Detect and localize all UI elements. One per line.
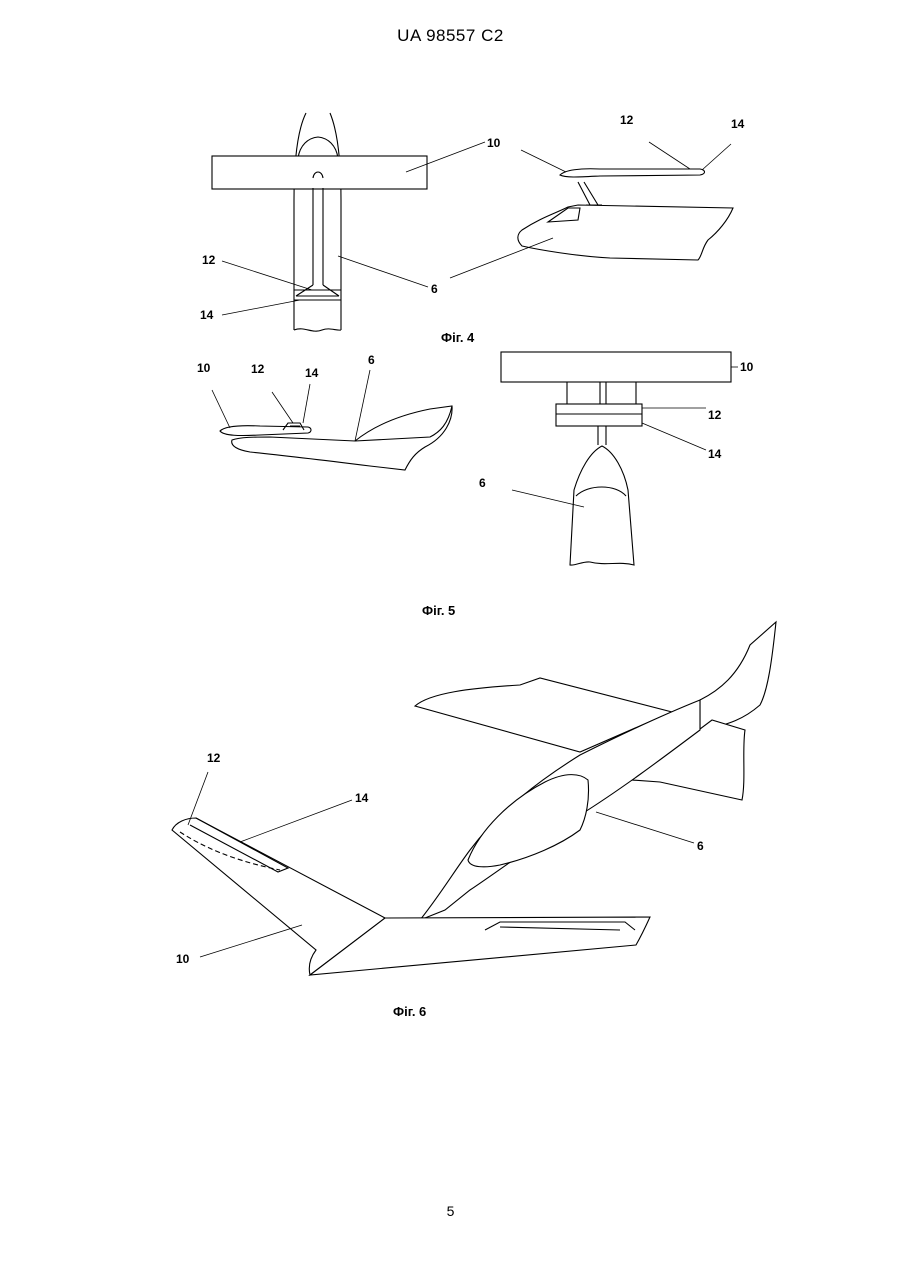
fig4-side-leader-6	[450, 238, 553, 278]
fig4-fuselage-cut	[294, 329, 341, 331]
fig5-side-view: 10 12 14 6	[197, 353, 452, 470]
fig4-side-label-14: 14	[731, 117, 745, 131]
fig4-tail-flap	[294, 285, 341, 300]
fig6-vertical-fin	[700, 622, 776, 730]
fig5-side-label-14: 14	[305, 366, 319, 380]
fig4-label-14: 14	[200, 308, 214, 322]
fig6-label-6: 6	[697, 839, 704, 853]
fig5-front-label-14: 14	[708, 447, 722, 461]
fig5-side-label-10: 10	[197, 361, 211, 375]
fig4-leader-12	[222, 261, 312, 290]
fig6-leader-10	[200, 925, 302, 957]
fig4-side-leader-12	[649, 142, 690, 169]
fig6-leader-14	[240, 800, 352, 842]
fig5-side-leader-10	[212, 390, 230, 428]
fig5-front-struts	[567, 382, 636, 404]
fig5-front-leader-14	[642, 423, 706, 450]
fig5-side-label-6: 6	[368, 353, 375, 367]
fig4-label-10: 10	[487, 136, 501, 150]
fig5-side-leader-6	[355, 370, 370, 441]
fig4-side-tailplane	[560, 169, 705, 177]
fig4-side-leader-10	[521, 150, 566, 172]
fig5-front-wing	[501, 352, 731, 382]
fig5-front-tail-block	[556, 404, 642, 426]
fig4-side-fuselage	[518, 205, 733, 260]
fig4-leader-14	[222, 300, 300, 315]
fig4-fuselage-outline	[294, 113, 341, 330]
fig4-label-6: 6	[431, 282, 438, 296]
fig5-front-label-12: 12	[708, 408, 722, 422]
fig6-canopy	[468, 775, 589, 867]
fig5-front-view: 10 12 14 6	[479, 352, 754, 565]
fig4-leader-6	[338, 256, 428, 287]
fig4-side-strut	[578, 182, 602, 205]
fig6-label-14: 14	[355, 791, 369, 805]
fig4-side-label-12: 12	[620, 113, 634, 127]
fig5-front-label-10: 10	[740, 360, 754, 374]
fig4-side-leader-14	[702, 144, 731, 170]
fig4-label-12: 12	[202, 253, 216, 267]
fig4-top-view: 10 6 12 14	[200, 113, 501, 331]
fig5-side-leader-14	[303, 384, 310, 423]
fig6-perspective-view: 12 14 6 10	[172, 622, 776, 975]
fig6-leader-6	[596, 812, 694, 843]
fig6-label-10: 10	[176, 952, 190, 966]
fig5-side-label-12: 12	[251, 362, 265, 376]
fig5-caption: Фіг. 5	[422, 603, 455, 618]
fig5-front-neck	[598, 426, 606, 445]
fig5-front-label-6: 6	[479, 476, 486, 490]
fig4-canopy	[298, 137, 338, 158]
fig6-caption: Фіг. 6	[393, 1004, 426, 1019]
page-number: 5	[0, 1203, 901, 1219]
fig6-label-12: 12	[207, 751, 221, 765]
fig6-leader-12	[188, 772, 208, 825]
fig4-caption: Фіг. 4	[441, 330, 475, 345]
fig5-side-leader-12	[272, 392, 293, 423]
fig5-side-tailplane	[220, 426, 311, 436]
